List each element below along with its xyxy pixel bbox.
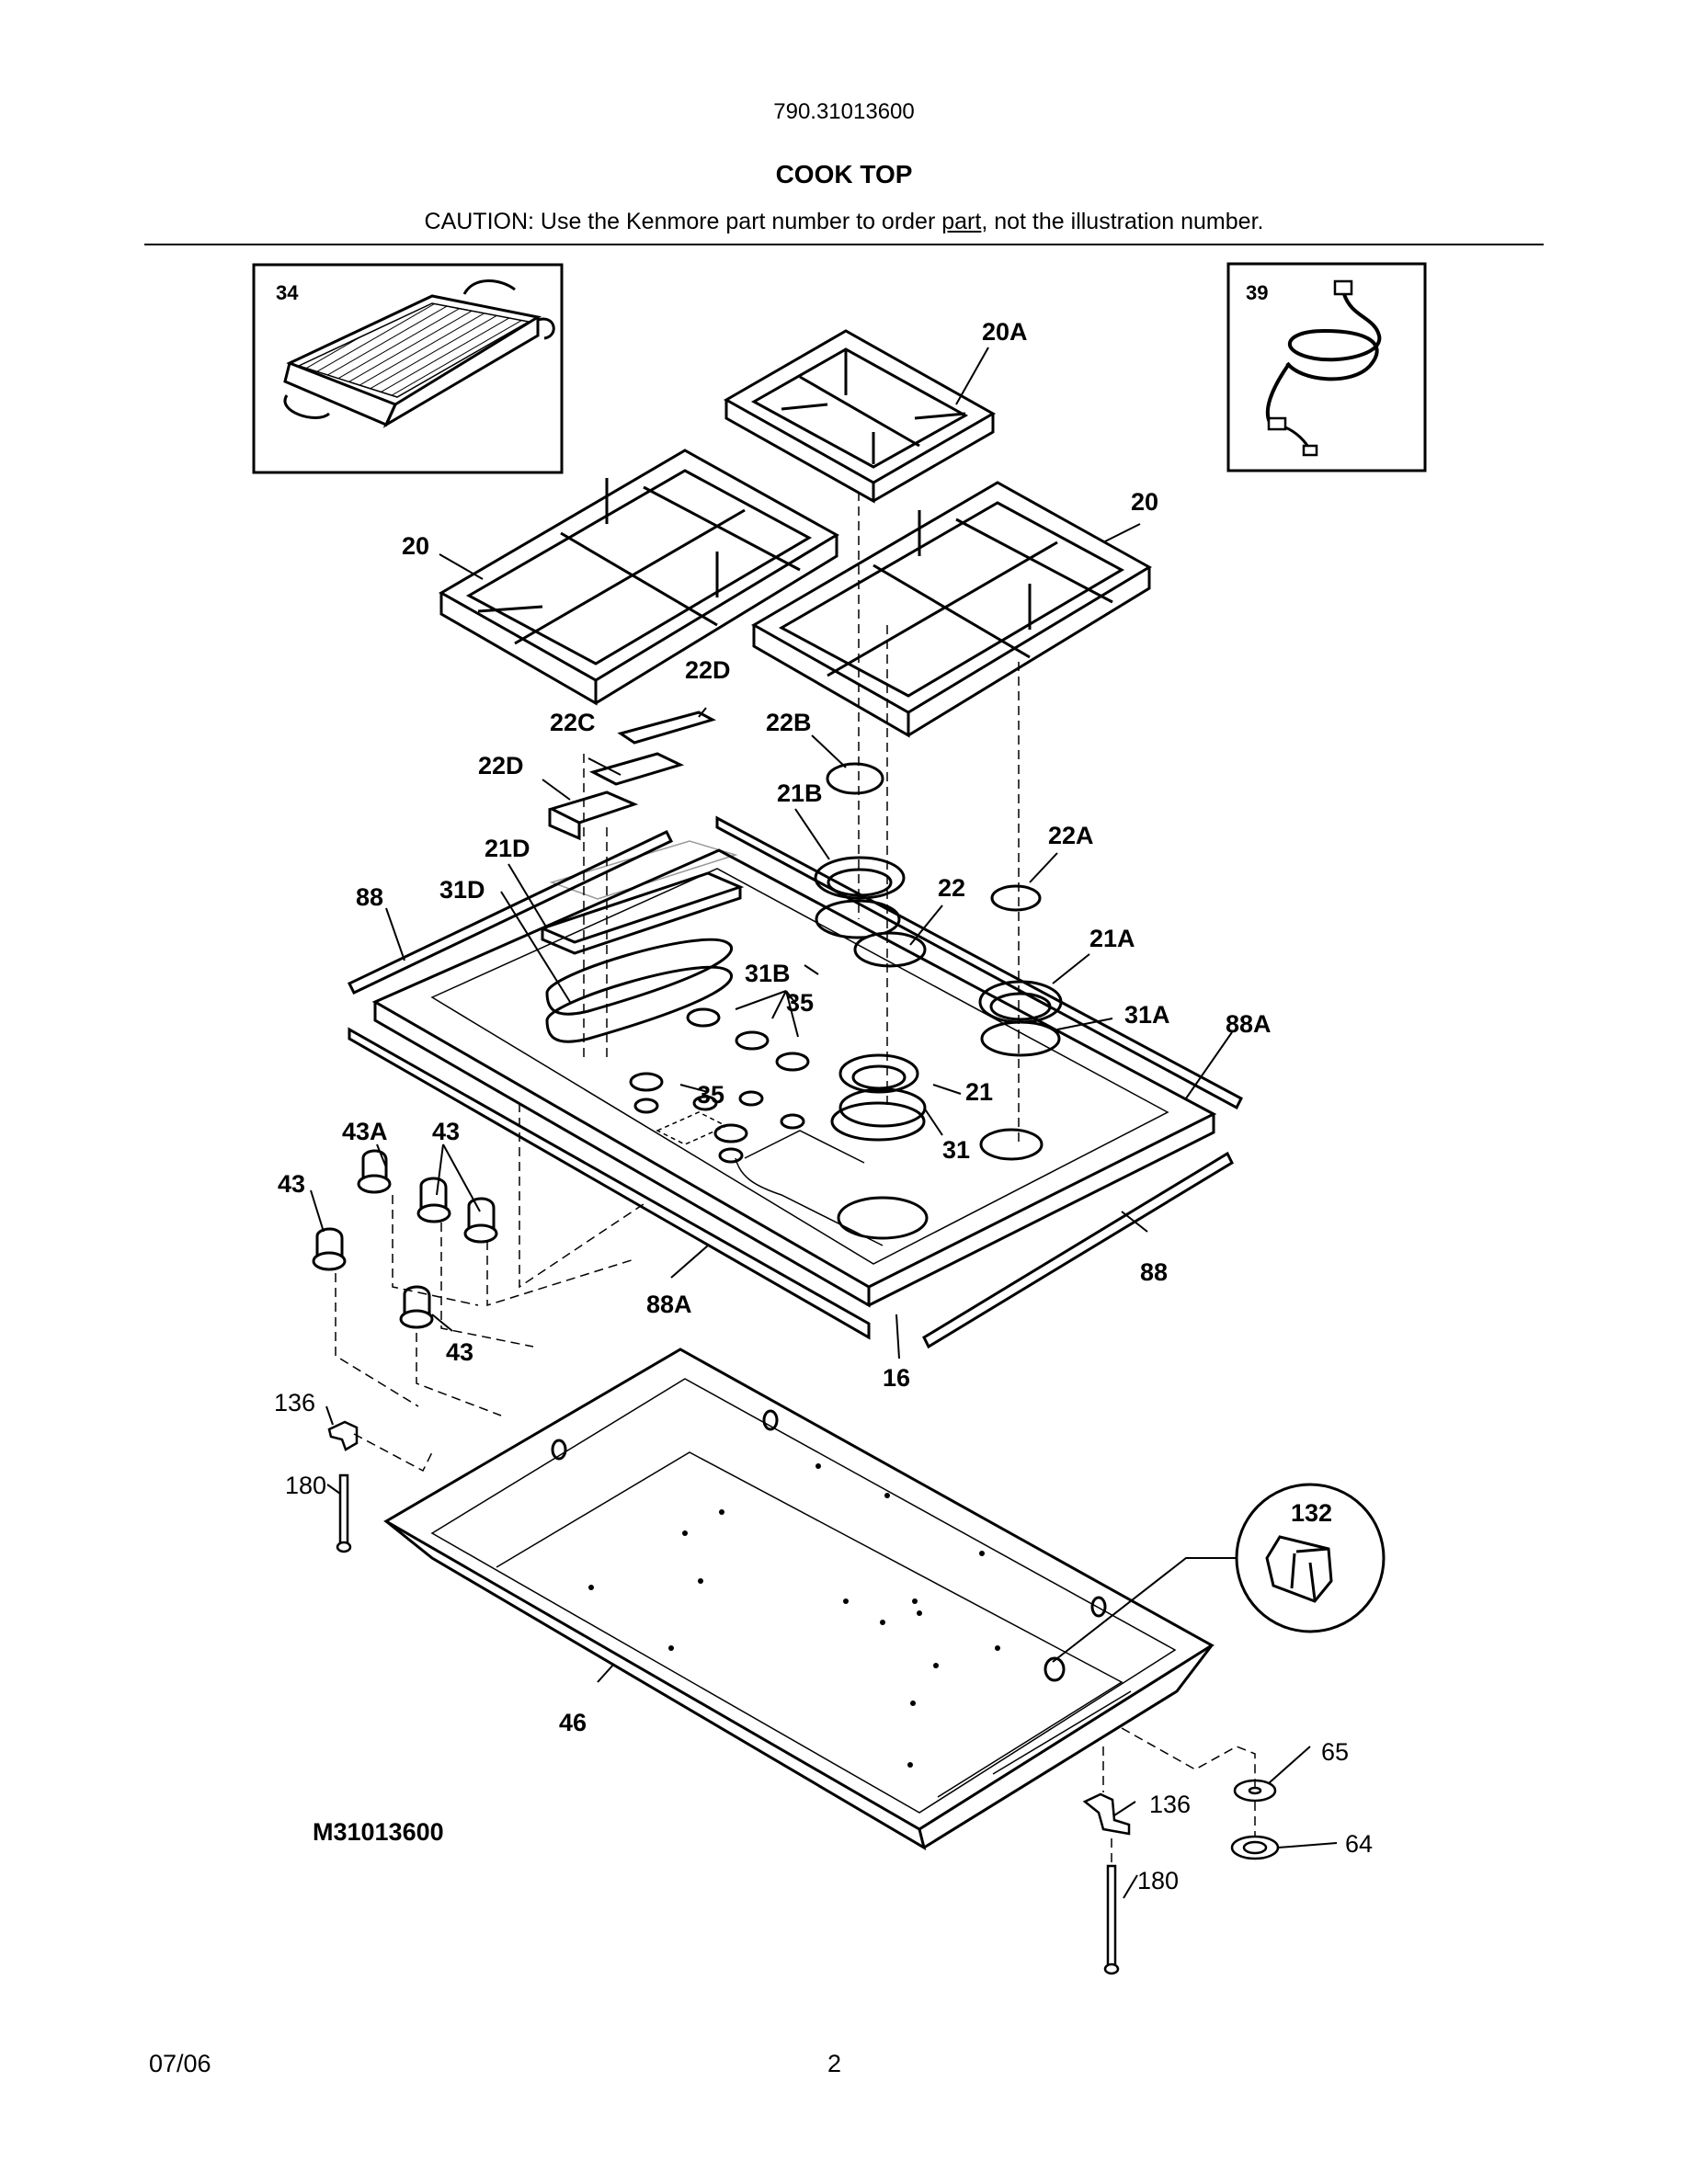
label-20A: 20A [982, 318, 1028, 346]
label-46: 46 [559, 1709, 587, 1736]
label-43-a: 43 [432, 1118, 460, 1145]
label-43-c: 43 [446, 1338, 473, 1366]
label-43A: 43A [342, 1118, 388, 1145]
label-35-top: 35 [786, 989, 814, 1017]
burner-box-holes [588, 1463, 1000, 1768]
label-22: 22 [938, 874, 965, 902]
label-22D-top: 22D [685, 656, 731, 684]
label-65: 65 [1321, 1738, 1349, 1766]
label-136-right: 136 [1149, 1791, 1191, 1818]
figure-id: M31013600 [313, 1818, 444, 1846]
label-180-right: 180 [1137, 1867, 1179, 1894]
label-31B: 31B [745, 960, 791, 987]
griddle-inset: 34 [252, 263, 564, 474]
label-21D: 21D [485, 835, 530, 862]
label-88-left: 88 [356, 883, 383, 911]
label-20-right: 20 [1131, 488, 1158, 516]
label-31: 31 [942, 1136, 970, 1164]
page-number: 2 [827, 2050, 842, 2077]
label-22C: 22C [550, 709, 596, 736]
cooktop-16 [371, 848, 1217, 1308]
label-16: 16 [883, 1364, 910, 1392]
label-180-left: 180 [285, 1472, 326, 1499]
label-88A-bottom: 88A [646, 1291, 692, 1318]
label-21A: 21A [1089, 925, 1135, 952]
label-21B: 21B [777, 779, 823, 807]
grate-left-20 [438, 449, 839, 706]
label-88A-right: 88A [1226, 1010, 1272, 1038]
power-cord-icon [1265, 279, 1382, 457]
caution-note: CAUTION: Use the Kenmore part number to … [0, 209, 1688, 235]
spark-module-icon [1265, 1535, 1333, 1603]
assembly-guide-lines [335, 492, 1256, 1866]
grate-center-20A [723, 329, 997, 504]
burner-assemblies [814, 762, 1063, 1142]
label-22B: 22B [766, 709, 812, 736]
griddle-icon [283, 279, 555, 428]
model-number: 790.31013600 [773, 99, 915, 124]
footer-date: 07/06 [149, 2050, 211, 2077]
hardware-parts [327, 1420, 1280, 1975]
burner-box-46 [383, 1348, 1215, 1851]
header-rule [144, 244, 1544, 245]
detail-132: 132 [1052, 1483, 1386, 1663]
callout-leaders [310, 347, 1338, 1899]
caution-underlined: part [941, 209, 982, 234]
label-21: 21 [965, 1078, 993, 1106]
power-cord-inset: 39 [1226, 262, 1427, 472]
label-20-left: 20 [402, 532, 429, 560]
caution-suffix: , not the illustration number. [981, 209, 1264, 234]
detail-label-132: 132 [1291, 1499, 1332, 1527]
page-title: COOK TOP [775, 160, 913, 188]
label-22D-left: 22D [478, 752, 524, 779]
grate-right-20 [750, 481, 1152, 738]
label-136-left: 136 [274, 1389, 315, 1416]
callout-labels: 20A 20 20 22D 22C 22D 22B 21B 22A 21D 31… [274, 318, 1373, 1894]
label-64: 64 [1345, 1830, 1373, 1858]
label-43-b: 43 [278, 1170, 305, 1198]
caution-prefix: CAUTION: Use the Kenmore part number to … [424, 209, 942, 234]
label-22A: 22A [1048, 822, 1094, 849]
label-31A: 31A [1124, 1001, 1170, 1029]
control-knobs [312, 1149, 498, 1329]
inset-label-39: 39 [1246, 281, 1268, 304]
label-88-right: 88 [1140, 1258, 1168, 1286]
label-31D: 31D [439, 876, 485, 904]
inset-label-34: 34 [276, 281, 299, 304]
label-35-mid: 35 [697, 1081, 724, 1109]
